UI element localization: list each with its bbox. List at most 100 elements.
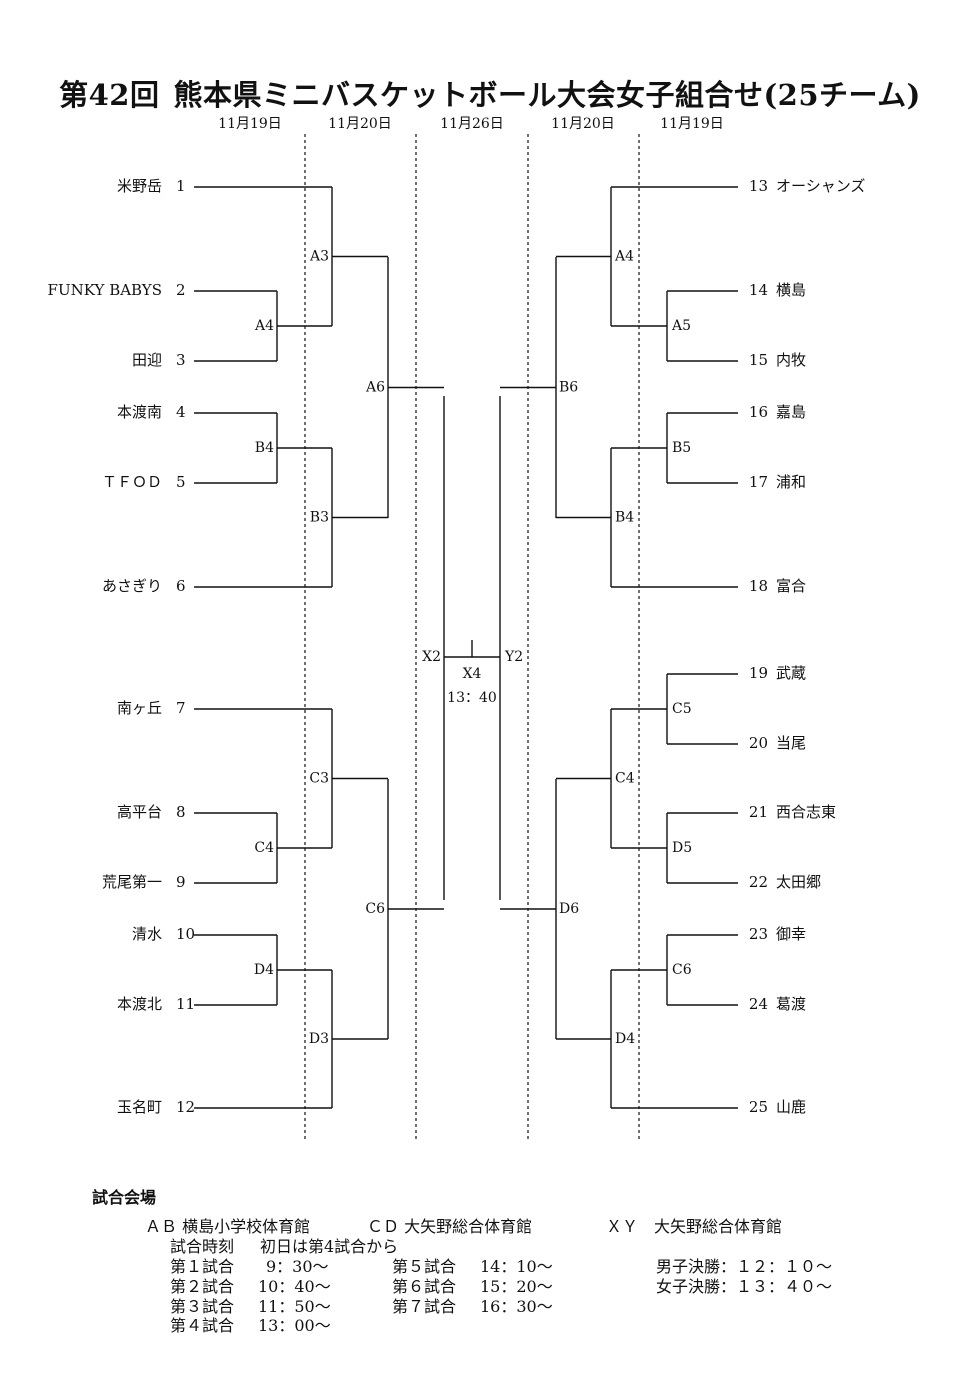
right-team-seed-2: 14 [749, 281, 768, 299]
round-date-1: 11月19日 [218, 116, 282, 132]
game-3-time: 11：50～ [258, 1297, 331, 1316]
girls-final-time: 女子決勝：１３：４０～ [656, 1277, 833, 1296]
right-team-name-2: 横島 [776, 281, 806, 299]
right-r2-label-3: C4 [615, 771, 635, 787]
right-team-name-10: 太田郷 [776, 873, 821, 891]
left-team-seed-4: 4 [176, 403, 186, 421]
left-team-name-12: 玉名町 [117, 1098, 162, 1116]
right-team-name-4: 嘉島 [776, 403, 806, 421]
right-r1-label-1: A5 [671, 318, 691, 334]
right-team-name-6: 富合 [776, 577, 806, 595]
right-team-name-7: 武蔵 [776, 664, 806, 682]
right-team-name-12: 葛渡 [776, 995, 806, 1013]
round-date-4: 11月20日 [551, 116, 615, 132]
right-team-seed-5: 17 [749, 473, 768, 491]
game-5-name: 第５試合 [392, 1257, 457, 1276]
right-team-name-9: 西合志東 [776, 803, 836, 821]
left-team-name-5: ＴＦＯＤ [102, 473, 162, 491]
left-r2-label-2: B3 [310, 510, 329, 526]
tournament-number: 第42回 [59, 78, 160, 112]
round-date-3: 11月26日 [440, 116, 504, 132]
left-team-seed-9: 9 [176, 873, 186, 891]
left-team-seed-5: 5 [176, 473, 186, 491]
left-r1-label-2: B4 [255, 440, 274, 456]
page-title: 第42回熊本県ミニバスケットボール大会女子組合せ(25チーム) [0, 72, 980, 114]
round-date-5: 11月19日 [660, 116, 724, 132]
left-team-name-11: 本渡北 [117, 995, 162, 1013]
left-semi-label: X2 [422, 649, 441, 665]
left-r1-label-4: D4 [254, 962, 274, 978]
left-team-name-1: 米野岳 [117, 177, 162, 195]
game-1-time: 9：30～ [266, 1257, 329, 1276]
game-3-name: 第３試合 [170, 1297, 235, 1316]
right-team-name-3: 内牧 [776, 351, 806, 369]
right-team-seed-9: 21 [749, 803, 768, 821]
right-team-name-13: 山鹿 [776, 1098, 806, 1116]
left-team-seed-7: 7 [176, 699, 186, 717]
left-team-name-3: 田迎 [132, 351, 162, 369]
right-team-seed-3: 15 [749, 351, 768, 369]
left-team-seed-3: 3 [176, 351, 186, 369]
right-team-seed-13: 25 [749, 1098, 768, 1116]
right-r2-label-4: D4 [615, 1031, 635, 1047]
left-team-name-4: 本渡南 [117, 403, 162, 421]
left-r1-label-1: A4 [254, 318, 274, 334]
game-4-time: 13：00～ [258, 1316, 331, 1335]
right-r2-label-2: B4 [615, 510, 634, 526]
left-r2-label-4: D3 [309, 1031, 329, 1047]
right-r3-label-2: D6 [559, 901, 579, 917]
right-team-seed-4: 16 [749, 403, 768, 421]
right-r1-label-5: C6 [672, 962, 692, 978]
round-date-2: 11月20日 [328, 116, 392, 132]
left-team-name-2: FUNKY BABYS [48, 281, 162, 299]
left-team-seed-10: 10 [176, 925, 195, 943]
schedule-label: 試合時刻 [170, 1237, 235, 1256]
venue-xy: ＸＹ 大矢野総合体育館 [606, 1217, 783, 1236]
final-time: 13：40 [447, 690, 497, 706]
venue-cd: ＣＤ 大矢野総合体育館 [367, 1217, 533, 1236]
venue-ab: ＡＢ 横島小学校体育館 [145, 1217, 311, 1236]
right-team-seed-8: 20 [749, 734, 768, 752]
left-r2-label-1: A3 [309, 249, 329, 265]
left-team-name-9: 荒尾第一 [102, 873, 162, 891]
schedule-note: 初日は第4試合から [260, 1237, 399, 1256]
left-r3-label-1: A6 [365, 380, 385, 396]
right-team-seed-12: 24 [749, 995, 768, 1013]
final-label: X4 [463, 666, 482, 682]
game-6-name: 第６試合 [392, 1277, 457, 1296]
tournament-title: 熊本県ミニバスケットボール大会女子組合せ(25チーム) [173, 78, 921, 112]
left-team-seed-1: 1 [176, 177, 186, 195]
left-r2-label-3: C3 [309, 771, 329, 787]
left-team-seed-11: 11 [176, 995, 195, 1013]
right-r2-label-1: A4 [614, 249, 634, 265]
right-r1-label-4: D5 [672, 840, 692, 856]
game-7-time: 16：30～ [480, 1297, 553, 1316]
left-team-seed-6: 6 [176, 577, 186, 595]
game-1-name: 第１試合 [170, 1257, 235, 1276]
left-team-name-8: 高平台 [117, 803, 162, 821]
left-team-name-6: あさぎり [102, 577, 162, 595]
right-team-name-11: 御幸 [776, 925, 806, 943]
left-team-seed-8: 8 [176, 803, 186, 821]
venue-heading: 試合会場 [92, 1188, 157, 1207]
game-2-name: 第２試合 [170, 1277, 235, 1296]
game-4-name: 第４試合 [170, 1316, 235, 1335]
right-r3-label-1: B6 [559, 380, 578, 396]
game-6-time: 15：20～ [480, 1277, 553, 1296]
right-team-seed-7: 19 [749, 664, 768, 682]
right-team-name-8: 当尾 [776, 734, 806, 752]
left-r1-label-3: C4 [254, 840, 274, 856]
right-r1-label-3: C5 [672, 701, 692, 717]
left-team-seed-12: 12 [176, 1098, 195, 1116]
boys-final-time: 男子決勝：１２：１０～ [656, 1257, 833, 1276]
right-team-name-1: オーシャンズ [776, 177, 865, 195]
game-5-time: 14：10～ [480, 1257, 553, 1276]
right-r1-label-2: B5 [672, 440, 691, 456]
right-team-seed-6: 18 [749, 577, 768, 595]
left-team-seed-2: 2 [176, 281, 186, 299]
left-team-name-7: 南ヶ丘 [117, 699, 162, 717]
game-2-time: 10：40～ [258, 1277, 331, 1296]
right-semi-label: Y2 [504, 649, 523, 665]
right-team-seed-11: 23 [749, 925, 768, 943]
